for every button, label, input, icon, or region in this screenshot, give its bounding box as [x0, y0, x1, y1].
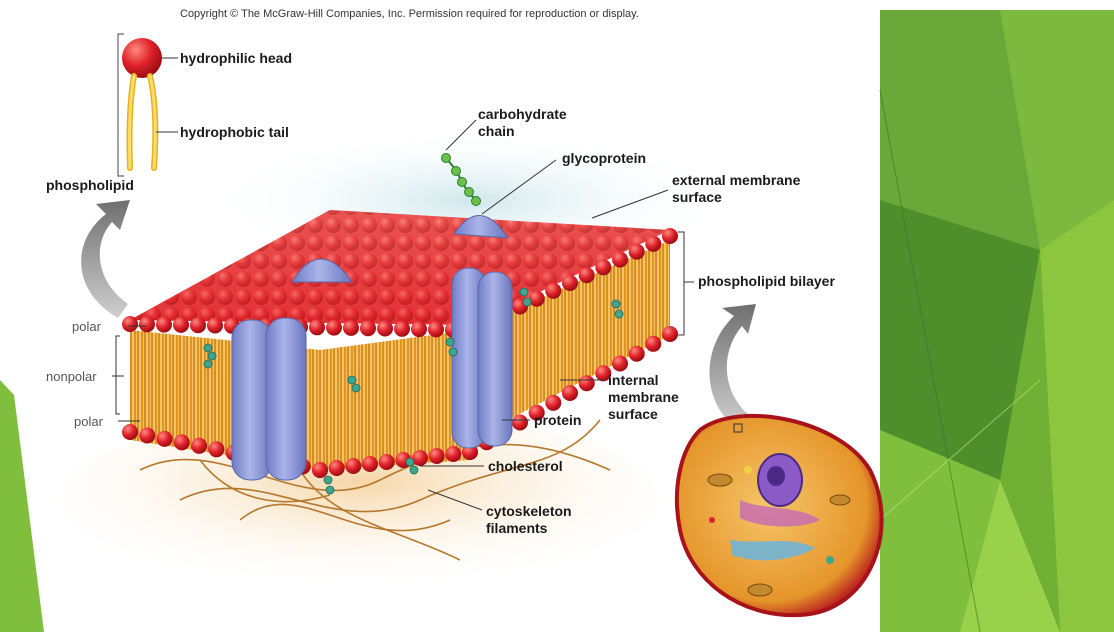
phospholipid-head — [579, 267, 595, 283]
phospholipid-head — [429, 448, 445, 464]
phospholipid-head — [312, 462, 328, 478]
phospholipid-head — [156, 317, 172, 333]
label-polar-bottom: polar — [74, 414, 103, 429]
phospholipid-head — [562, 275, 578, 291]
phospholipid-head — [612, 356, 628, 372]
phospholipid-head — [157, 431, 173, 447]
phospholipid-head — [362, 456, 378, 472]
label-phospholipid-bilayer: phospholipid bilayer — [698, 273, 835, 290]
phospholipid-head — [343, 320, 359, 336]
label-cholesterol: cholesterol — [488, 458, 563, 475]
label-protein: protein — [534, 412, 581, 429]
phospholipid-head — [377, 321, 393, 337]
phospholipid-head — [190, 317, 206, 333]
phospholipid-head — [326, 320, 342, 336]
phospholipid-head — [629, 244, 645, 260]
phospholipid-head — [174, 434, 190, 450]
phospholipid-head — [629, 346, 645, 362]
phospholipid-head — [173, 317, 189, 333]
transmembrane-protein-right — [452, 268, 512, 448]
phospholipid-head — [394, 321, 410, 337]
phospholipid-head — [662, 326, 678, 342]
label-external-membrane: external membrane — [672, 172, 800, 189]
label-phospholipid: phospholipid — [46, 177, 134, 194]
phospholipid-head — [545, 395, 561, 411]
phospholipid-head — [562, 385, 578, 401]
phospholipid-head — [345, 458, 361, 474]
phospholipid-head — [428, 321, 444, 337]
phospholipid-head — [122, 316, 138, 332]
label-cytoskeleton: cytoskeleton — [486, 503, 572, 520]
transmembrane-protein-left — [232, 318, 306, 480]
phospholipid-head — [208, 441, 224, 457]
phospholipid-head — [445, 446, 461, 462]
cell-illustration — [677, 416, 882, 615]
label-hydrophobic-tail: hydrophobic tail — [180, 124, 289, 141]
phospholipid-head — [612, 252, 628, 268]
label-polar-top: polar — [72, 319, 101, 334]
phospholipid-head — [329, 460, 345, 476]
zoom-arrow-right — [710, 304, 757, 428]
phospholipid-head — [411, 321, 427, 337]
phospholipid-model — [118, 34, 162, 176]
phospholipid-head — [191, 438, 207, 454]
phospholipid-bilayer-block — [122, 210, 678, 478]
label-chain: chain — [478, 123, 515, 140]
phospholipid-head — [309, 319, 325, 335]
copyright-notice: Copyright © The McGraw-Hill Companies, I… — [180, 8, 639, 20]
phospholipid-head — [645, 236, 661, 252]
phospholipid-head — [379, 454, 395, 470]
label-nonpolar: nonpolar — [46, 369, 97, 384]
label-hydrophilic-head: hydrophilic head — [180, 50, 292, 67]
label-carbohydrate: carbohydrate — [478, 106, 567, 123]
label-internal-membrane: membrane — [608, 389, 679, 406]
label-external-surface: surface — [672, 189, 722, 206]
zoom-arrow-left — [81, 200, 130, 318]
phospholipid-head — [139, 428, 155, 444]
label-glycoprotein: glycoprotein — [562, 150, 646, 167]
phospholipid-head — [122, 424, 138, 440]
phospholipid-head — [512, 415, 528, 431]
label-filaments: filaments — [486, 520, 547, 537]
label-internal-surface: surface — [608, 406, 658, 423]
phospholipid-head — [139, 316, 155, 332]
phospholipid-head — [579, 375, 595, 391]
phospholipid-head — [207, 318, 223, 334]
phospholipid-head — [545, 283, 561, 299]
phospholipid-head — [412, 450, 428, 466]
phospholipid-head — [645, 336, 661, 352]
label-internal: internal — [608, 372, 659, 389]
phospholipid-head — [662, 228, 678, 244]
phospholipid-head — [595, 259, 611, 275]
phospholipid-head — [529, 291, 545, 307]
phospholipid-head — [360, 320, 376, 336]
